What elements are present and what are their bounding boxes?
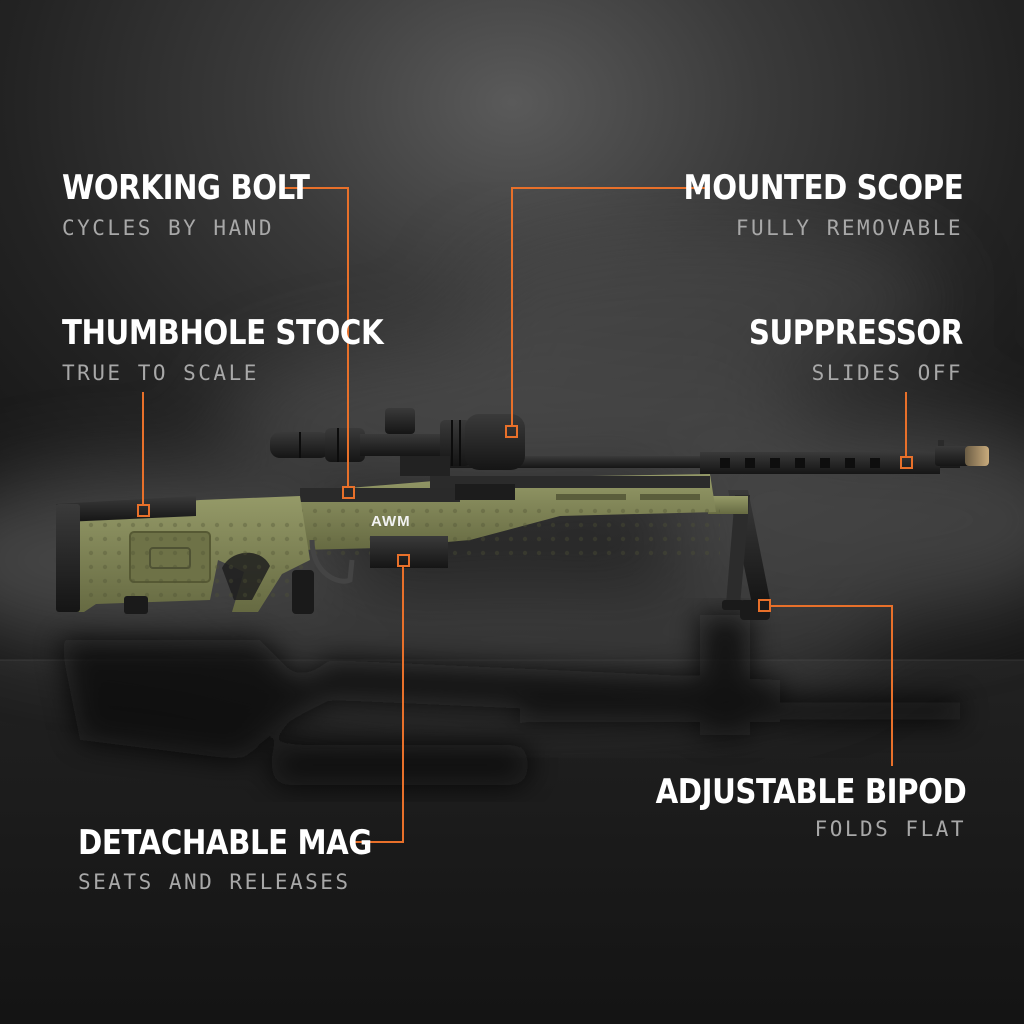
mounted-scope-marker xyxy=(505,425,518,438)
scope xyxy=(270,408,525,476)
adjustable-bipod-marker xyxy=(758,599,771,612)
thumbhole-stock-title: THUMBHOLE STOCK xyxy=(62,313,384,353)
adjustable-bipod-title: ADJUSTABLE BIPOD xyxy=(655,772,966,812)
thumbhole-stock-subtitle: TRUE TO SCALE xyxy=(62,361,259,385)
adjustable-bipod-subtitle: FOLDS FLAT xyxy=(814,817,966,841)
detachable-mag-title: DETACHABLE MAG xyxy=(78,823,372,863)
detachable-mag-leader xyxy=(352,566,404,843)
adjustable-bipod-leader xyxy=(770,605,893,766)
working-bolt-leader xyxy=(284,187,349,488)
mounted-scope-leader xyxy=(511,187,710,426)
working-bolt-title: WORKING BOLT xyxy=(62,168,310,208)
mounted-scope-title: MOUNTED SCOPE xyxy=(683,168,963,208)
detachable-mag-subtitle: SEATS AND RELEASES xyxy=(78,870,351,894)
working-bolt-subtitle: CYCLES BY HAND xyxy=(62,216,275,240)
suppressor-marker xyxy=(900,456,913,469)
working-bolt-marker xyxy=(342,486,355,499)
detachable-mag-marker xyxy=(397,554,410,567)
thumbhole-stock-marker xyxy=(137,504,150,517)
mounted-scope-subtitle: FULLY REMOVABLE xyxy=(735,216,963,240)
stock xyxy=(56,496,314,614)
suppressor-title: SUPPRESSOR xyxy=(748,313,963,353)
rifle-model-marking: AWM xyxy=(371,513,411,530)
suppressor-subtitle: SLIDES OFF xyxy=(811,361,963,385)
barrel xyxy=(440,440,960,474)
